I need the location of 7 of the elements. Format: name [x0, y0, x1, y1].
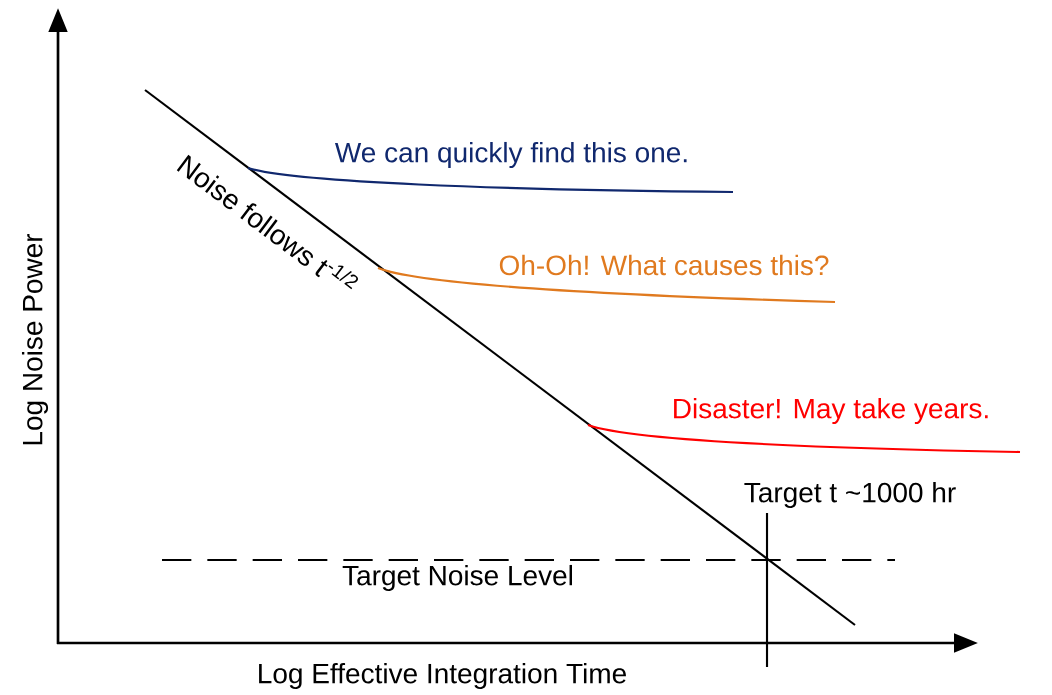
target-time-label: Target t ~1000 hr	[744, 481, 956, 509]
axis-label: Log Effective Integration Time	[259, 662, 626, 690]
annotation: Disaster! May take years.	[674, 397, 988, 425]
axis-label: Log Noise Power	[21, 233, 49, 445]
annotation: We can quickly find this one.	[334, 141, 687, 169]
target-noise-label: Target Noise Level	[342, 564, 573, 592]
annotation: Oh-Oh! What causes this?	[499, 254, 829, 276]
